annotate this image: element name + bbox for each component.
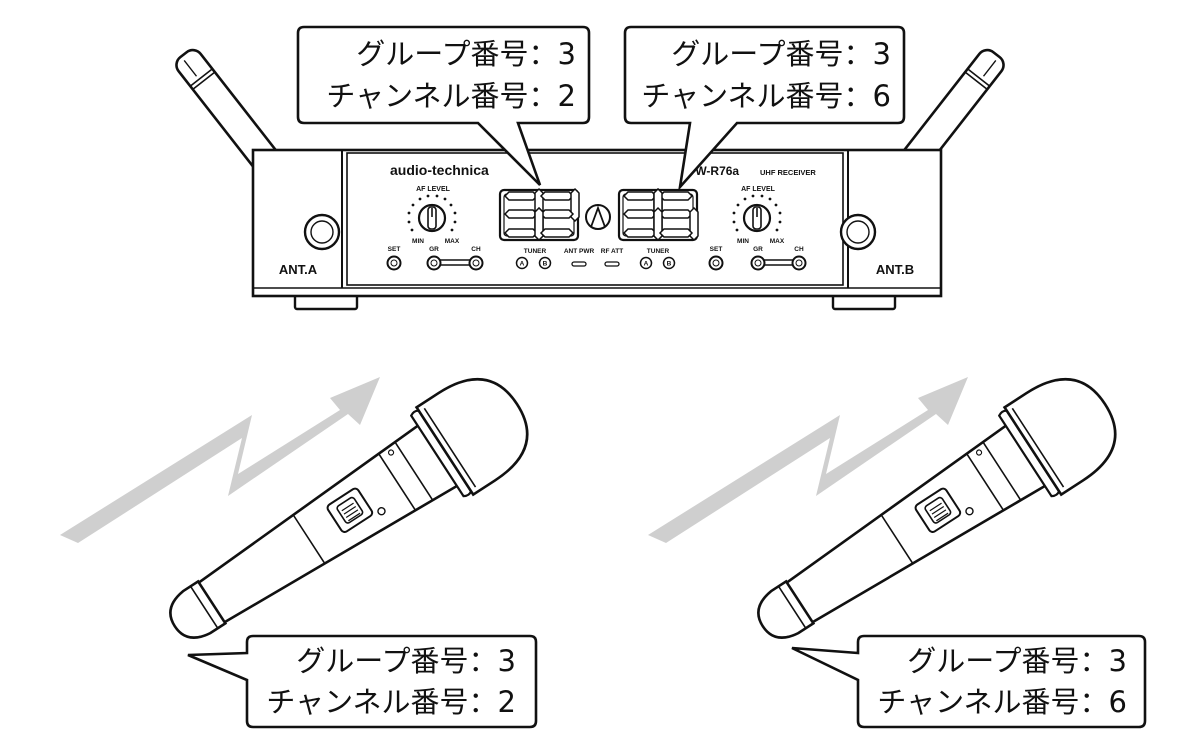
mic-a-callout: グループ番号：3 チャンネル番号：2: [187, 634, 538, 729]
receiver-b-channel: チャンネル番号：6: [641, 79, 891, 113]
brand-logo: audio-technica: [390, 162, 489, 178]
gr-b-button[interactable]: [750, 255, 766, 271]
gr-a-button[interactable]: [426, 255, 442, 271]
svg-text:B: B: [543, 261, 548, 268]
display-a: 32: [498, 188, 580, 242]
receiver-type-label: UHF RECEIVER: [760, 168, 816, 177]
af-level-b-max: MAX: [770, 238, 785, 245]
set-b-button[interactable]: [708, 255, 724, 271]
tuner-b-controls: AF LEVEL MIN MAX SET GR CH: [708, 186, 807, 271]
receiver-b-callout: グループ番号：3 チャンネル番号：6: [623, 25, 906, 192]
af-level-b-min: MIN: [737, 238, 749, 245]
af-level-b-label: AF LEVEL: [741, 186, 776, 193]
af-level-b-knob[interactable]: [742, 203, 772, 233]
gr-b-label: GR: [753, 246, 763, 253]
tuner-b-indicator-b: B: [662, 256, 676, 270]
set-a-button[interactable]: [386, 255, 402, 271]
af-level-b-dots: [732, 194, 782, 232]
model-label: TW-R76a: [688, 164, 739, 178]
mic-a-channel: チャンネル番号：2: [266, 685, 516, 719]
receiver-b-group: グループ番号：3: [671, 37, 891, 71]
receiver-a-group: グループ番号：3: [356, 37, 576, 71]
tuner-a-controls: AF LEVEL MIN MAX SET GR CH: [386, 186, 484, 271]
set-b-label: SET: [710, 246, 723, 253]
rf-att-label: RF ATT: [601, 248, 623, 255]
ch-b-label: CH: [794, 246, 804, 253]
antenna-a-connector: [303, 213, 341, 251]
antenna-b-connector: [839, 213, 877, 251]
ant-b-label: ANT.B: [876, 262, 914, 277]
receiver: ANT.A ANT.B audio-technica TW-R76a UHF R…: [251, 148, 943, 311]
mic-b-channel: チャンネル番号：6: [877, 685, 1127, 719]
ant-pwr-led: [571, 261, 587, 267]
af-level-a-min: MIN: [412, 238, 424, 245]
receiver-a-callout: グループ番号：3 チャンネル番号：2: [296, 25, 591, 186]
receiver-a-channel: チャンネル番号：2: [326, 79, 576, 113]
af-level-a-knob[interactable]: [417, 203, 447, 233]
ant-a-label: ANT.A: [279, 262, 318, 277]
signal-arrow-right: [648, 377, 968, 543]
tuner-b-label: TUNER: [647, 248, 670, 255]
af-level-a-max: MAX: [445, 238, 460, 245]
ch-b-button[interactable]: [791, 255, 807, 271]
ch-a-label: CH: [471, 246, 481, 253]
gr-a-label: GR: [429, 246, 439, 253]
set-a-label: SET: [388, 246, 401, 253]
af-level-a-dots: [407, 194, 457, 232]
tuner-b-indicator-a: A: [639, 256, 653, 270]
ch-a-button[interactable]: [468, 255, 484, 271]
rf-att-led: [604, 261, 620, 267]
af-level-a-label: AF LEVEL: [416, 186, 451, 193]
mic-b-group: グループ番号：3: [907, 644, 1127, 678]
tuner-a-label: TUNER: [524, 248, 547, 255]
tuner-a-indicator-b: B: [538, 256, 552, 270]
svg-text:B: B: [667, 261, 672, 268]
mic-b-callout: グループ番号：3 チャンネル番号：6: [791, 634, 1147, 729]
signal-arrow-left: [60, 377, 380, 543]
svg-text:A: A: [520, 261, 525, 268]
tuner-a-indicator-a: A: [515, 256, 529, 270]
mic-a-group: グループ番号：3: [296, 644, 516, 678]
audio-technica-logo-mark: [585, 204, 611, 230]
ant-pwr-label: ANT PWR: [564, 248, 595, 255]
svg-text:A: A: [644, 261, 649, 268]
display-b: 36: [617, 188, 699, 242]
